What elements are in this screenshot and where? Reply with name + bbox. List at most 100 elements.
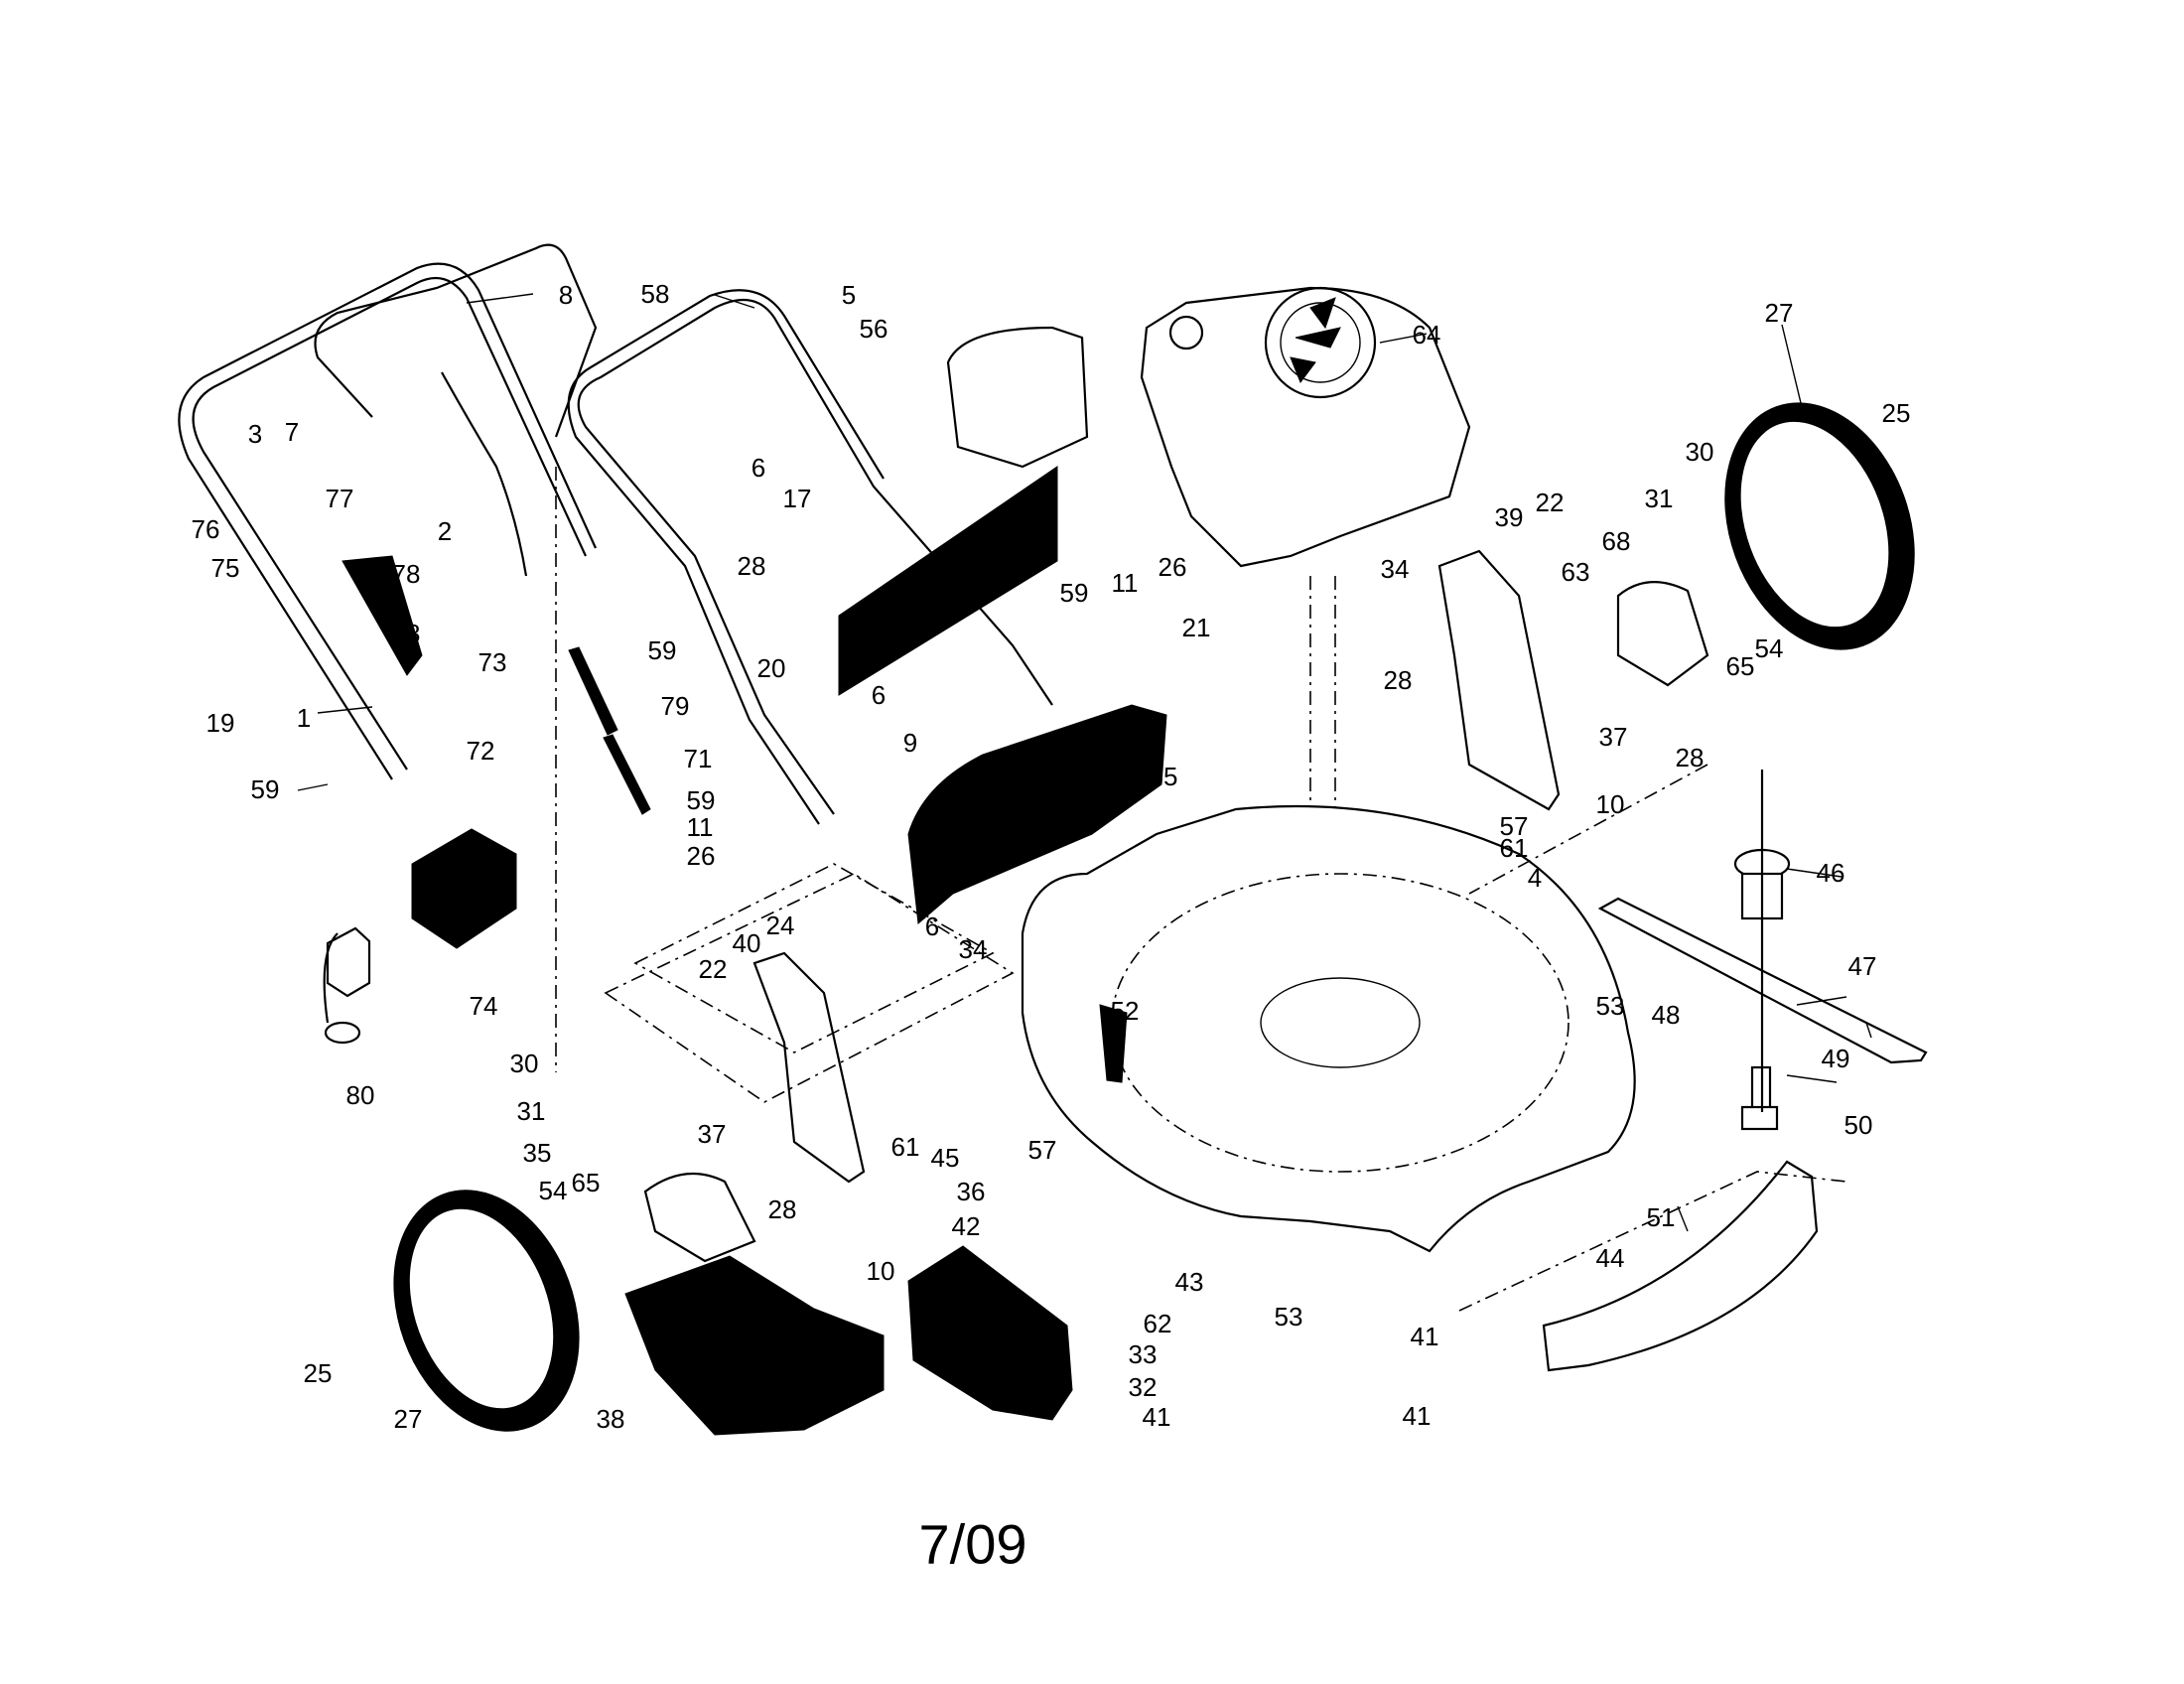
callout-65a: 65 [1725, 651, 1755, 681]
callout-79: 79 [660, 691, 690, 721]
callout-62: 62 [1143, 1309, 1172, 1338]
callout-39: 39 [1494, 502, 1524, 532]
callout-19: 19 [205, 708, 235, 738]
rear-flap [838, 466, 1058, 696]
callout-28d: 28 [767, 1194, 797, 1224]
callout-47: 47 [1847, 951, 1877, 981]
callout-4: 4 [1527, 863, 1543, 893]
callout-21: 21 [1181, 613, 1211, 642]
callout-22b: 22 [698, 954, 728, 984]
callout-30a: 30 [1685, 437, 1714, 467]
callout-28c: 28 [1675, 743, 1705, 772]
callout-54a: 54 [1754, 633, 1784, 663]
callout-7: 7 [284, 417, 300, 447]
callout-36: 36 [956, 1177, 986, 1206]
callout-2: 2 [437, 516, 453, 546]
callout-59a: 59 [647, 635, 677, 665]
callout-27a: 27 [1764, 298, 1794, 328]
callout-58: 58 [640, 279, 670, 309]
callout-26a: 26 [1158, 552, 1187, 582]
callout-34a: 34 [1380, 554, 1410, 584]
callout-45: 45 [930, 1143, 960, 1173]
assembly-guide [1458, 1171, 1847, 1312]
callout-31a: 31 [1644, 484, 1674, 513]
callout-10a: 10 [1595, 789, 1625, 819]
lower-handle [178, 262, 598, 780]
callout-27b: 27 [393, 1404, 423, 1434]
callout-1: 1 [296, 703, 312, 733]
callout-43: 43 [1174, 1267, 1204, 1297]
callout-10b: 10 [866, 1256, 895, 1286]
bail-grip [341, 555, 423, 676]
front-pivot-arm [643, 1172, 756, 1263]
callout-68: 68 [1601, 526, 1631, 556]
callout-53a: 53 [1595, 991, 1625, 1021]
callout-80: 80 [345, 1080, 375, 1110]
mower-deck [1021, 804, 1636, 1253]
assembly-guide [1468, 764, 1708, 895]
front-height-bracket [752, 951, 866, 1184]
callout-11b: 11 [686, 812, 714, 842]
callout-26b: 26 [686, 841, 716, 871]
control-cable [441, 371, 528, 577]
callout-28b: 28 [1383, 665, 1413, 695]
callout-37b: 37 [697, 1119, 727, 1149]
callout-32: 32 [1128, 1372, 1158, 1402]
callout-53b: 53 [1274, 1302, 1303, 1332]
callout-52: 52 [1110, 996, 1140, 1026]
callout-72: 72 [466, 736, 495, 766]
battery-charger [323, 926, 371, 1045]
callout-77: 77 [325, 484, 354, 513]
callout-44: 44 [1595, 1243, 1625, 1273]
callout-40: 40 [732, 928, 761, 958]
starter-rod-upper [568, 646, 618, 736]
callout-34b: 34 [958, 934, 988, 964]
callout-30b: 30 [509, 1049, 539, 1078]
callout-25b: 25 [303, 1358, 333, 1388]
callout-24: 24 [765, 911, 795, 940]
callout-64: 64 [1412, 320, 1441, 350]
callout-33: 33 [1128, 1339, 1158, 1369]
rear-height-bracket [1437, 549, 1561, 811]
callout-73: 73 [478, 647, 507, 677]
callout-5: 5 [841, 280, 857, 310]
callout-54b: 54 [538, 1176, 568, 1205]
callout-59b: 59 [1059, 578, 1089, 608]
callout-49: 49 [1821, 1044, 1850, 1073]
callout-48: 48 [1651, 1000, 1681, 1030]
rear-bracket [1542, 1160, 1819, 1372]
front-wheel [393, 1190, 580, 1432]
callout-8: 8 [558, 280, 574, 310]
callout-6b: 6 [871, 680, 887, 710]
callout-59c: 59 [250, 774, 280, 804]
callout-35: 35 [522, 1138, 552, 1168]
callout-11a: 11 [1111, 568, 1139, 598]
assembly-guide [604, 873, 1015, 1103]
callout-76: 76 [191, 514, 220, 544]
callout-6a: 6 [751, 453, 766, 483]
revision-date: 7/09 [918, 1512, 1027, 1576]
battery [411, 828, 517, 949]
callout-71: 71 [683, 744, 713, 773]
callout-61b: 61 [890, 1132, 920, 1162]
assembly-guide [633, 863, 995, 1053]
mid-handle [567, 289, 1053, 825]
callout-46: 46 [1816, 858, 1845, 888]
callout-75: 75 [210, 553, 240, 583]
callout-17: 17 [782, 484, 812, 513]
callout-56: 56 [859, 314, 888, 344]
callout-9: 9 [902, 728, 918, 758]
side-discharge-chute [624, 1255, 885, 1436]
callout-6c: 6 [924, 912, 940, 941]
callout-65b: 65 [571, 1168, 601, 1197]
callout-55: 55 [1149, 762, 1178, 791]
callout-50: 50 [1843, 1110, 1873, 1140]
leader-lines [297, 293, 1872, 1232]
callout-25a: 25 [1881, 398, 1911, 428]
callout-20: 20 [756, 653, 786, 683]
callout-37a: 37 [1598, 722, 1628, 752]
rear-wheel [1724, 402, 1915, 650]
callout-41b: 41 [1142, 1402, 1171, 1432]
callout-51: 51 [1646, 1202, 1676, 1232]
